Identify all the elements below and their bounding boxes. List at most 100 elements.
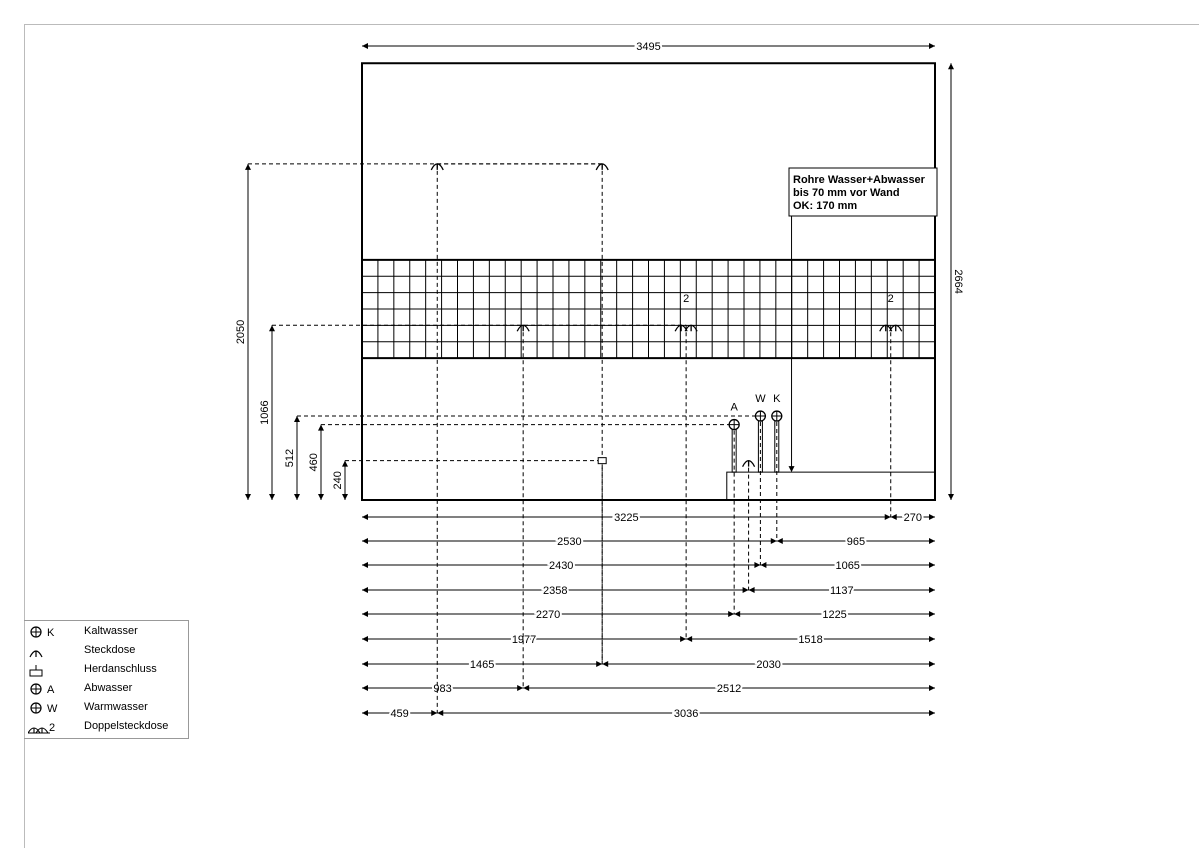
double-socket-icon <box>684 324 698 332</box>
legend-code: A <box>47 684 55 696</box>
vertical-dimension-label: 2050 <box>235 320 247 344</box>
pipe-code-label: A <box>730 402 738 414</box>
vertical-dimension-label: 1066 <box>259 400 271 424</box>
arrowhead <box>294 494 300 500</box>
dimension-label-left: 2270 <box>536 609 560 621</box>
dimension-label-left: 1977 <box>512 634 536 646</box>
arrowhead <box>318 424 324 431</box>
width-dimension-label: 3495 <box>636 41 660 53</box>
dimension-label-right: 1225 <box>822 609 846 621</box>
socket-icon <box>516 324 530 332</box>
tile-grid <box>361 258 936 360</box>
arrowhead <box>362 514 368 520</box>
pipe-symbol <box>754 410 767 473</box>
arrowhead <box>929 587 935 593</box>
note-box <box>788 167 938 217</box>
arrowhead <box>362 636 368 642</box>
arrowhead <box>342 494 348 500</box>
arrowhead <box>748 587 755 593</box>
wall-outline <box>361 62 936 501</box>
arrowhead <box>742 587 749 593</box>
legend-code: W <box>47 703 58 715</box>
dimension-label-left: 983 <box>433 683 451 695</box>
arrowhead <box>929 636 935 642</box>
dimension-label-right: 3036 <box>674 708 698 720</box>
legend-code: 2 <box>49 722 55 734</box>
vertical-dimension-label: 240 <box>332 471 344 489</box>
height-dimension-label: 2664 <box>952 269 964 293</box>
legend-item: Herdanschluss <box>24 660 188 679</box>
dimension-label-right: 2512 <box>717 683 741 695</box>
pipe-cross <box>755 411 766 422</box>
arrowhead <box>929 514 935 520</box>
arrowhead <box>362 43 368 49</box>
double-socket-icon <box>889 324 903 332</box>
arrowhead <box>269 325 275 332</box>
legend-item: Steckdose <box>24 641 188 660</box>
dimension-label-left: 2358 <box>543 585 567 597</box>
arrowhead <box>362 685 368 691</box>
arrowhead <box>517 685 524 691</box>
arrowhead <box>342 460 348 467</box>
note-text: bis 70 mm vor Wand <box>793 187 900 199</box>
arrowhead <box>680 636 687 642</box>
arrowhead <box>245 494 251 500</box>
arrowhead <box>788 466 795 473</box>
pipe-symbol <box>728 418 740 473</box>
arrowhead <box>760 562 767 568</box>
legend-item: K Kaltwasser <box>24 622 188 641</box>
socket-symbol <box>430 163 444 171</box>
arrowhead <box>602 661 609 667</box>
note-text: OK: 170 mm <box>793 200 857 212</box>
pipe-connection-icon: K <box>30 626 55 639</box>
arrowhead <box>929 43 935 49</box>
arrowhead <box>948 63 954 70</box>
socket-symbol <box>742 460 756 467</box>
pipe-cross <box>729 419 740 430</box>
pipe-code-label: W <box>755 393 766 405</box>
arrowhead <box>948 494 954 500</box>
note-text: Rohre Wasser+Abwasser <box>793 174 926 186</box>
pipe-connection-icon: A <box>30 683 55 696</box>
counter-outline <box>726 471 935 500</box>
legend-label: Kaltwasser <box>84 625 138 637</box>
arrowhead <box>294 416 300 423</box>
arrowhead <box>734 611 741 617</box>
pipe-connection-icon: W <box>30 702 58 715</box>
arrowhead <box>929 562 935 568</box>
arrowhead <box>523 685 530 691</box>
herd-symbol <box>597 457 607 465</box>
arrowhead <box>929 661 935 667</box>
dimension-label-left: 2530 <box>557 536 581 548</box>
dimension-label-right: 1065 <box>835 560 859 572</box>
arrowhead <box>884 514 891 520</box>
dimension-label-left: 3225 <box>614 512 638 524</box>
arrowhead <box>269 494 275 500</box>
socket-icon <box>742 460 756 467</box>
dimension-label-right: 1518 <box>798 634 822 646</box>
arrowhead <box>929 538 935 544</box>
dimension-label-right: 1137 <box>830 585 854 597</box>
double-socket-icon: 2 <box>28 722 55 734</box>
dimension-label-left: 459 <box>390 708 408 720</box>
socket-icon <box>29 650 43 658</box>
socket-symbol <box>516 324 530 332</box>
legend-label: Herdanschluss <box>84 663 157 675</box>
arrowhead <box>686 636 693 642</box>
arrowhead <box>776 538 783 544</box>
legend-label: Doppelsteckdose <box>84 720 169 732</box>
stove-connection-icon <box>597 457 607 465</box>
arrowhead <box>929 611 935 617</box>
legend-label: Abwasser <box>84 682 133 694</box>
pipe-code-label: K <box>773 393 781 405</box>
legend-code: K <box>47 627 55 639</box>
dimension-label-right: 2030 <box>756 659 780 671</box>
socket-icon <box>430 163 444 171</box>
arrowhead <box>929 710 935 716</box>
legend-item: 2 Doppelsteckdose <box>24 717 188 736</box>
legend-label: Warmwasser <box>84 701 148 713</box>
arrowhead <box>362 562 368 568</box>
dimension-label-left: 1465 <box>470 659 494 671</box>
